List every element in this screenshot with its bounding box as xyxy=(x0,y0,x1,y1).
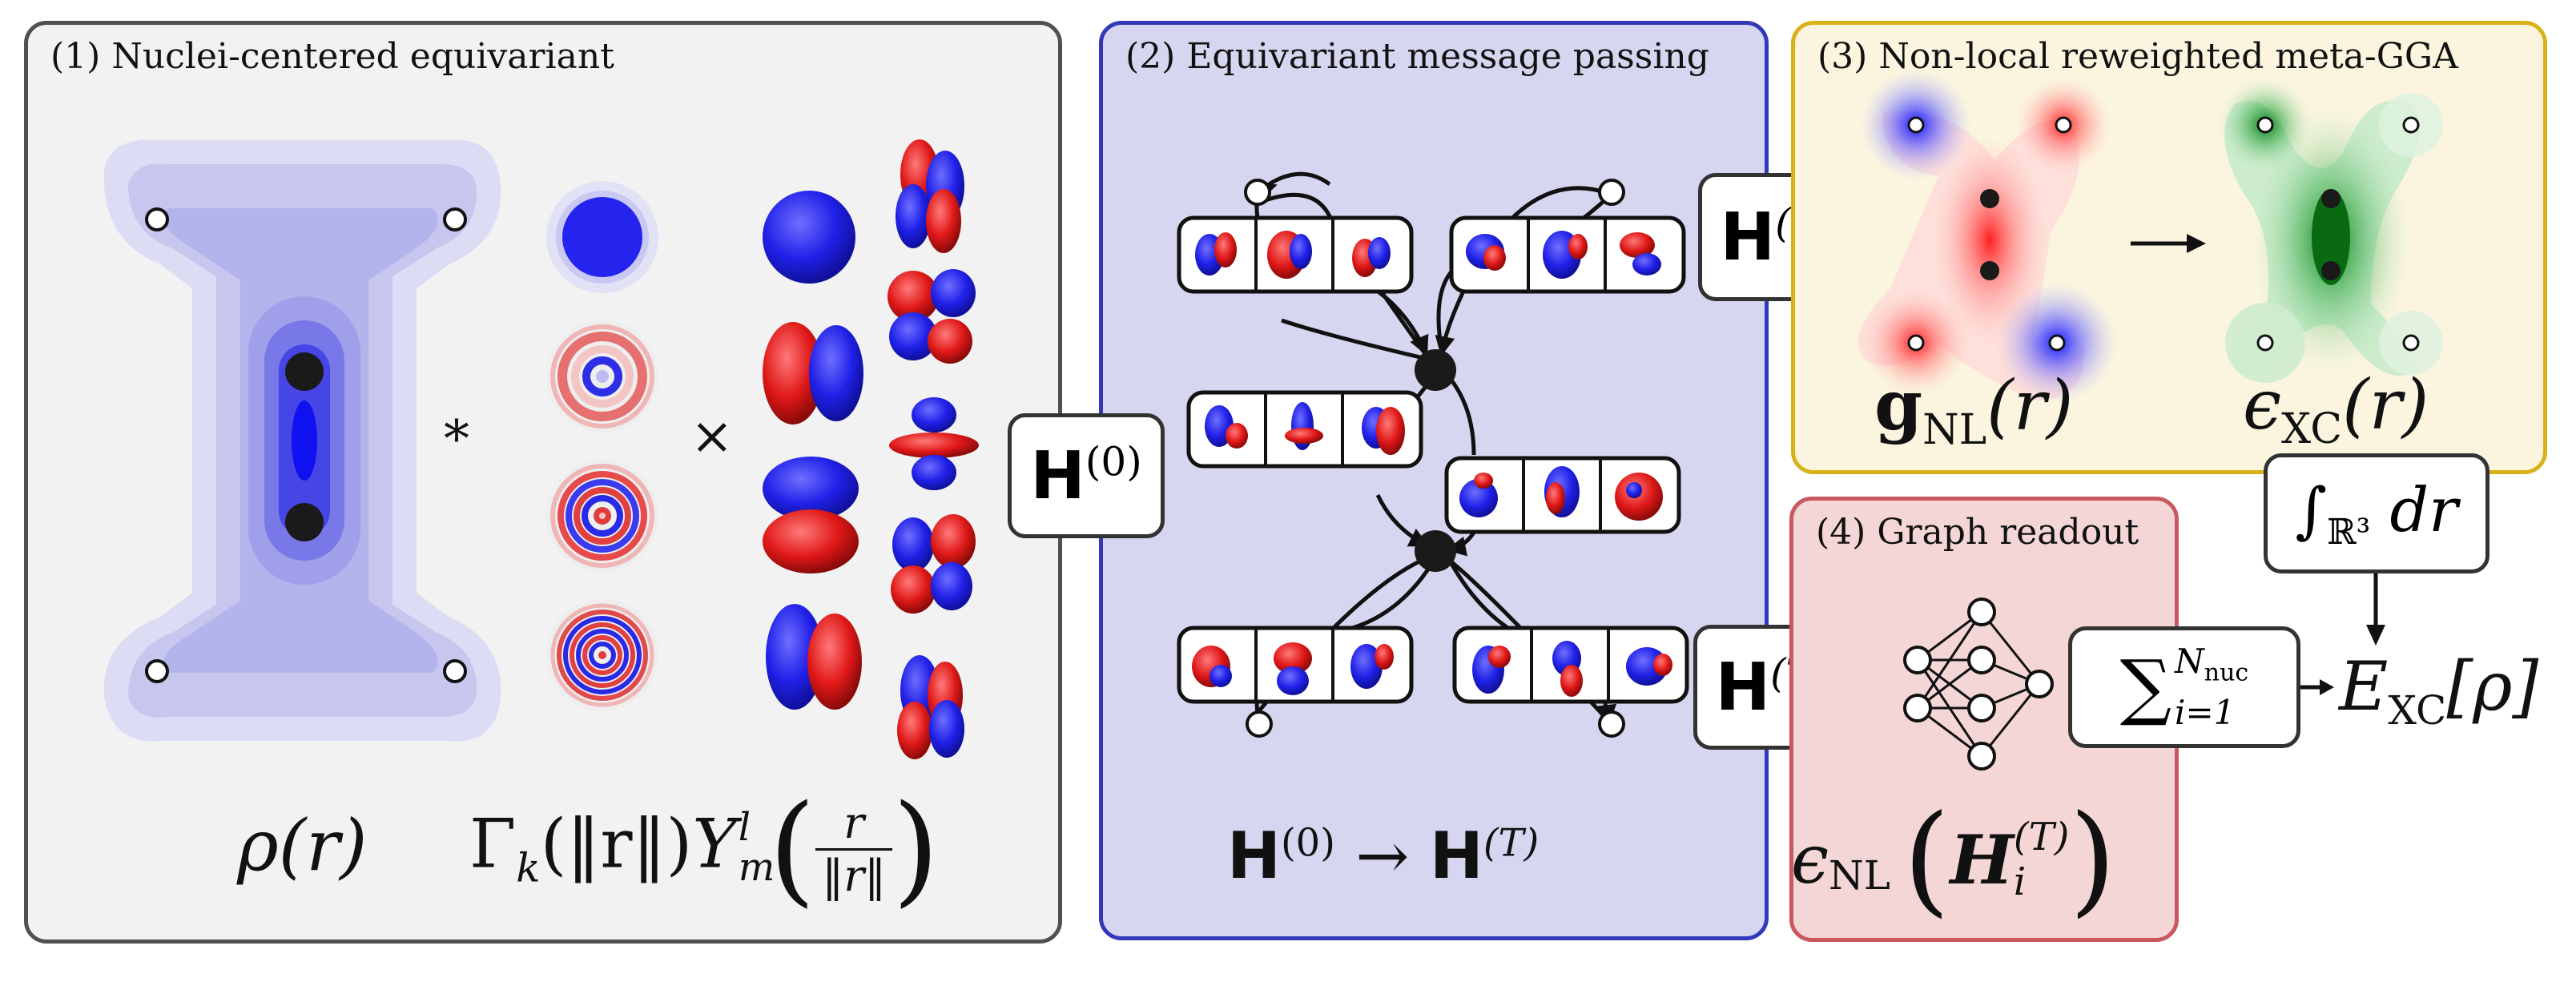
h0-box: H(0) xyxy=(1008,413,1165,538)
ht-label-H: H xyxy=(1429,819,1483,893)
sum-box: ∑ Nnuc i=1 xyxy=(2068,626,2300,748)
integral-box: ∫ℝ³ dr xyxy=(2264,453,2489,573)
basis-gamma: Γ xyxy=(469,804,517,883)
h0-H: H xyxy=(1030,437,1085,514)
eps-nl-eps: ϵ xyxy=(1791,820,1829,899)
sum-sign: ∑ xyxy=(2119,645,2172,730)
integral-sign: ∫ xyxy=(2295,473,2328,545)
panel-4-title: (4) Graph readout xyxy=(1816,512,2139,553)
panel-3-arrow xyxy=(2131,234,2206,253)
radial-basis-functions xyxy=(546,181,658,711)
exc-sub: XC xyxy=(2388,686,2447,734)
g-nl-g: g xyxy=(1874,365,1923,446)
frac-num: r xyxy=(815,798,893,851)
integral-domain: ℝ³ xyxy=(2327,512,2371,553)
eps-nl-H-sub: i xyxy=(2013,859,2027,904)
feature-box-bottom-left xyxy=(1177,626,1414,704)
g-nl-label: gNL(r) xyxy=(1874,365,2073,454)
ht-bottom-H: H xyxy=(1715,649,1771,726)
spherical-harmonics xyxy=(763,139,979,759)
nuclei-atoms-panel-1 xyxy=(145,207,467,683)
feature-box-middle-left xyxy=(1186,390,1423,469)
leaf-nodes xyxy=(1244,179,1625,738)
radial-basis-0 xyxy=(546,181,658,293)
panel-1-title: (1) Nuclei-centered equivariant xyxy=(50,36,614,77)
eps-nl-H-sup: (T) xyxy=(2013,815,2070,859)
radial-basis-1 xyxy=(546,320,658,433)
eps-xc-arg: (r) xyxy=(2342,365,2429,445)
exc-label: EXC[ρ] xyxy=(2339,647,2538,734)
ht-label-sup: (T) xyxy=(1483,820,1540,866)
basis-l: l xyxy=(738,804,751,850)
basis-Y: Y xyxy=(692,804,737,883)
exc-E: E xyxy=(2339,647,2389,726)
eps-xc-sub: XC xyxy=(2281,405,2343,454)
g-nl-field xyxy=(1858,69,2118,404)
basis-norm: (‖r‖) xyxy=(540,804,693,883)
sum-sup-sub: nuc xyxy=(2204,658,2249,687)
g-nl-arg: (r) xyxy=(1986,366,2074,446)
h0-to-ht-label: H(0) → H(T) xyxy=(1227,819,1539,893)
sum-sup: N xyxy=(2175,641,2204,681)
frac-den: ‖r‖ xyxy=(822,851,887,901)
feature-box-middle-right xyxy=(1444,456,1681,534)
eps-xc-eps: ϵ xyxy=(2243,365,2282,445)
h0-label-sup: (0) xyxy=(1280,820,1335,866)
basis-k: k xyxy=(516,844,541,891)
density-contour xyxy=(103,139,501,742)
convolution-symbol: * xyxy=(444,410,469,469)
eps-nl-sub: NL xyxy=(1829,852,1890,899)
rho-label: ρ(r) xyxy=(237,804,368,887)
times-symbol: × xyxy=(690,407,734,466)
eps-xc-label: ϵXC(r) xyxy=(2243,365,2429,453)
eps-nl-H: H xyxy=(1950,819,2014,899)
arrow-symbol: → xyxy=(1355,819,1410,893)
exc-arg: [ρ] xyxy=(2446,647,2539,726)
hub-node-top xyxy=(1415,349,1456,391)
h0-label-H: H xyxy=(1227,819,1281,893)
integral-dr: dr xyxy=(2389,473,2458,545)
eps-xc-field xyxy=(2217,77,2443,383)
feature-box-top-right xyxy=(1449,215,1686,294)
h0-sup: (0) xyxy=(1085,438,1142,485)
feature-box-bottom-right xyxy=(1452,626,1689,704)
basis-m: m xyxy=(738,844,775,890)
ht-top-H: H xyxy=(1720,199,1776,276)
radial-basis-2 xyxy=(546,460,658,572)
panel-2-title: (2) Equivariant message passing xyxy=(1125,36,1709,77)
radial-basis-3 xyxy=(546,599,658,711)
sum-sub: i=1 xyxy=(2175,693,2236,733)
feature-box-top-left xyxy=(1177,215,1414,294)
hub-node-bottom xyxy=(1415,530,1456,572)
g-nl-sub: NL xyxy=(1922,406,1987,455)
